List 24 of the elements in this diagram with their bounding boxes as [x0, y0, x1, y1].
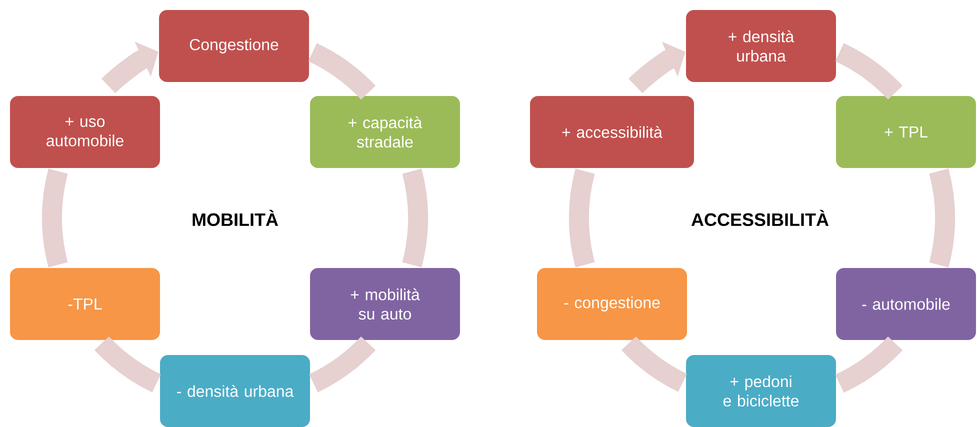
- ring-segment: [835, 336, 902, 393]
- ring-segment: [835, 43, 902, 100]
- process-box: + TPL: [836, 96, 976, 168]
- process-box: - congestione: [537, 268, 687, 340]
- ring-segment: [621, 336, 688, 392]
- process-box: + capacità stradale: [310, 96, 460, 168]
- cycle-title: MOBILITÀ: [192, 210, 278, 226]
- ring-segment: [309, 336, 376, 392]
- process-box: + accessibilità: [530, 96, 694, 168]
- ring-segment: [42, 168, 68, 268]
- process-box: Congestione: [159, 10, 309, 82]
- process-box: + densità urbana: [686, 10, 836, 82]
- ring-segment: [94, 336, 161, 392]
- process-box: + pedoni e biciclette: [686, 354, 836, 427]
- ring-segment: [308, 43, 376, 100]
- process-box: -TPL: [10, 268, 160, 340]
- ring-segment: [929, 168, 955, 268]
- process-box: - automobile: [836, 268, 976, 340]
- ring-segment: [569, 168, 595, 268]
- process-box: + mobilità su auto: [310, 268, 460, 340]
- ring-segment: [402, 168, 428, 268]
- process-box: - densità urbana: [160, 354, 310, 427]
- cycle-title: ACCESSIBILITÀ: [691, 210, 829, 226]
- process-box: + uso automobile: [10, 96, 160, 168]
